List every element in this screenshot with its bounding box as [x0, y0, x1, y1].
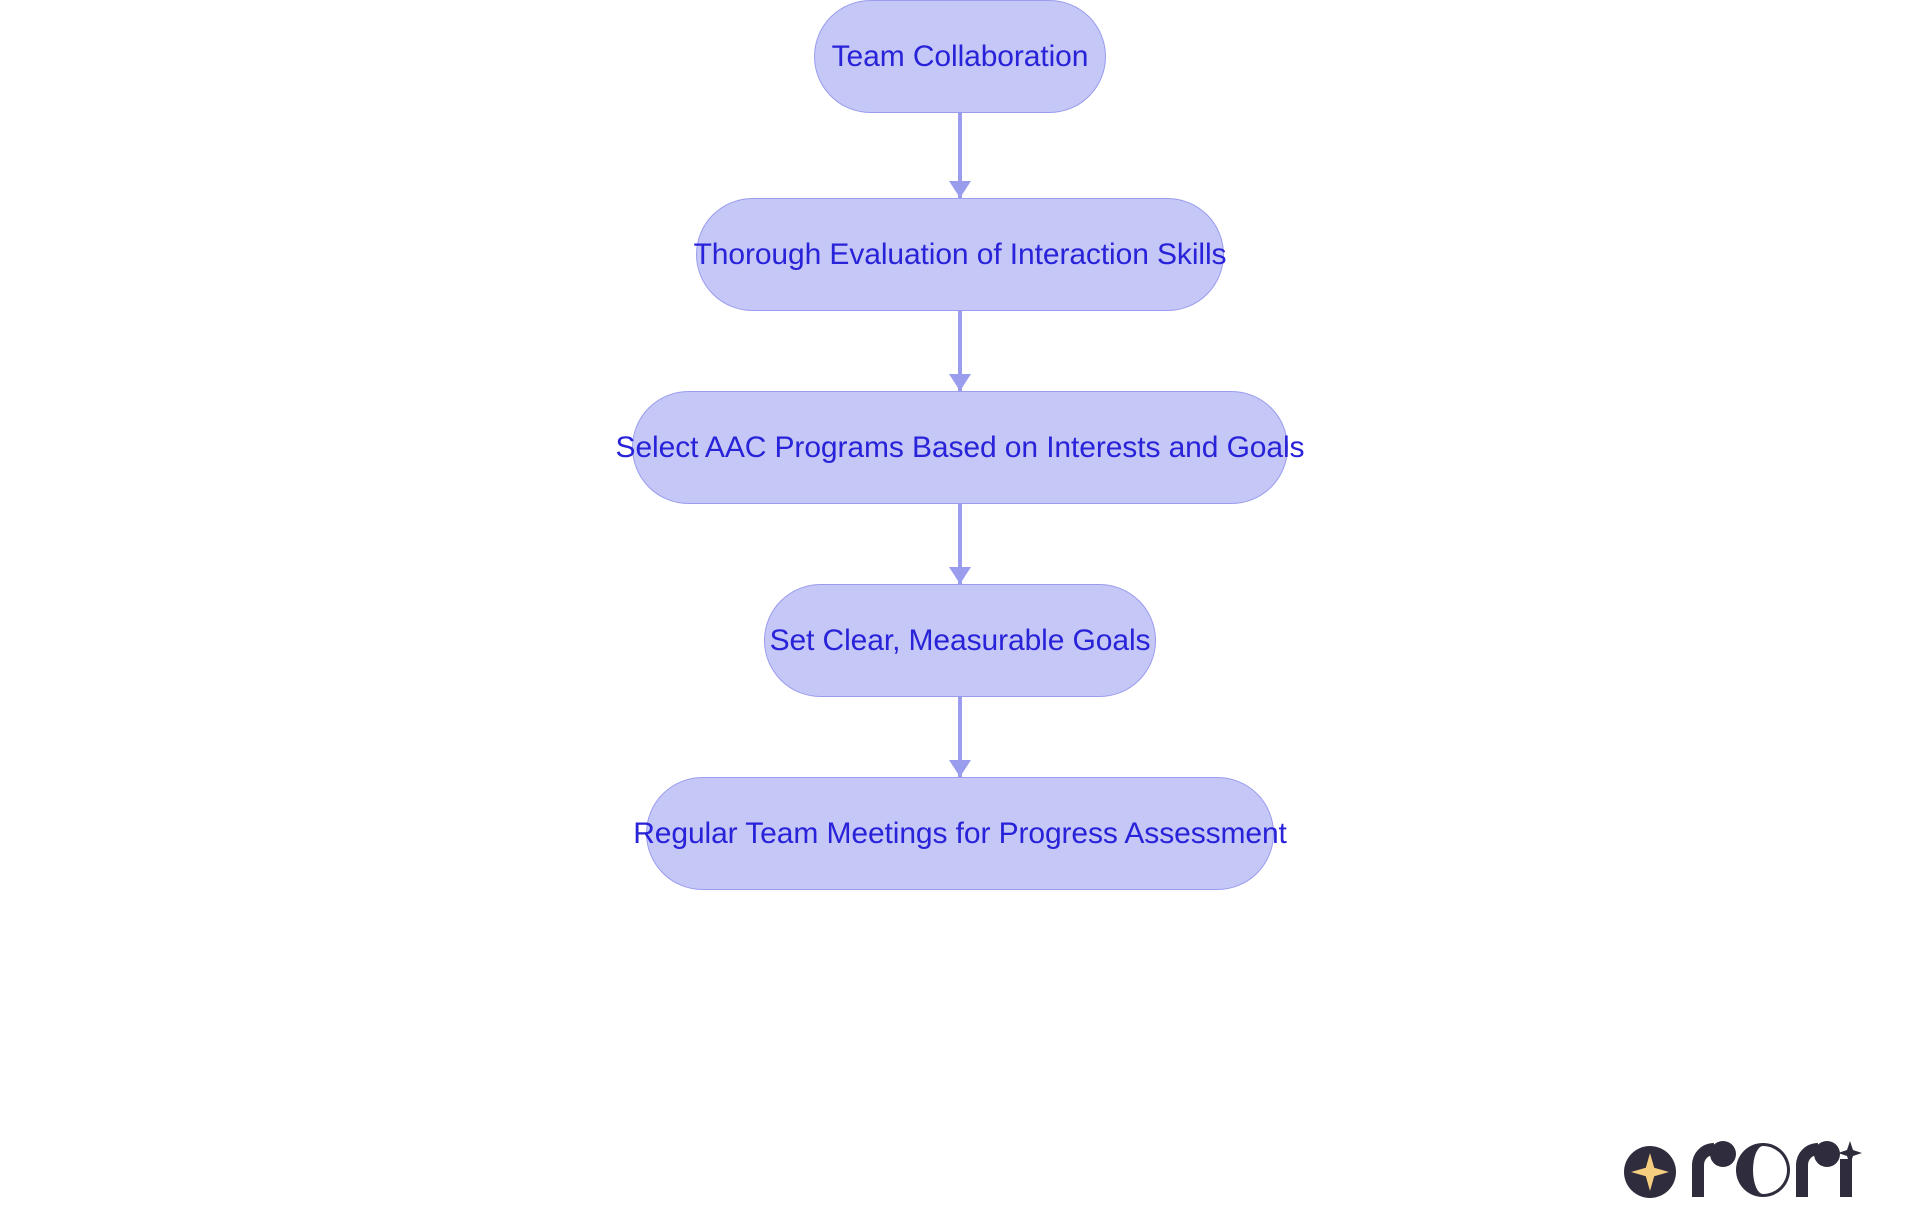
flow-node-team-collaboration[interactable]: Team Collaboration: [814, 0, 1106, 113]
flow-edge-n1-n2: [0, 311, 1920, 391]
rori-wordmark-icon: [1692, 1141, 1862, 1197]
flow-node-row: Thorough Evaluation of Interaction Skill…: [0, 198, 1920, 311]
arrowhead-down-icon: [949, 374, 971, 391]
flow-node-label: Select AAC Programs Based on Interests a…: [615, 430, 1305, 464]
flow-node-row: Team Collaboration: [0, 0, 1920, 113]
flow-node-label: Thorough Evaluation of Interaction Skill…: [693, 237, 1227, 271]
arrowhead-down-icon: [949, 760, 971, 777]
flow-node-select-aac-programs-based-on-interests-and-goals[interactable]: Select AAC Programs Based on Interests a…: [616, 391, 1305, 504]
flow-node-row: Set Clear, Measurable Goals: [0, 584, 1920, 697]
flow-node-thorough-evaluation-of-interaction-skills[interactable]: Thorough Evaluation of Interaction Skill…: [693, 198, 1227, 311]
flow-edge-n0-n1: [0, 113, 1920, 198]
rori-star-badge-icon: [1624, 1146, 1676, 1198]
flow-node-regular-team-meetings-for-progress-assessment[interactable]: Regular Team Meetings for Progress Asses…: [633, 777, 1287, 890]
flowchart: Team Collaboration Thorough Evaluation o…: [0, 0, 1920, 890]
edge-line: [958, 697, 962, 777]
flow-edge-n2-n3: [0, 504, 1920, 584]
rori-logo: [1624, 1141, 1862, 1203]
edge-line: [958, 311, 962, 391]
edge-line: [958, 113, 962, 198]
edge-line: [958, 504, 962, 584]
arrowhead-down-icon: [949, 181, 971, 198]
flow-node-set-clear-measurable-goals[interactable]: Set Clear, Measurable Goals: [764, 584, 1156, 697]
flow-edge-n3-n4: [0, 697, 1920, 777]
flow-node-row: Select AAC Programs Based on Interests a…: [0, 391, 1920, 504]
arrowhead-down-icon: [949, 567, 971, 584]
flow-node-row: Regular Team Meetings for Progress Asses…: [0, 777, 1920, 890]
flow-node-label: Team Collaboration: [831, 39, 1089, 73]
flow-node-label: Regular Team Meetings for Progress Asses…: [633, 816, 1287, 850]
flow-node-label: Set Clear, Measurable Goals: [769, 623, 1151, 657]
